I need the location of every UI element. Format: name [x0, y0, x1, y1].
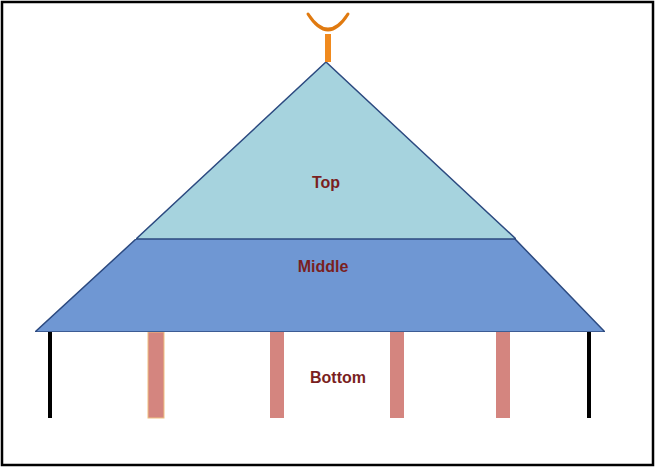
pillar: [270, 332, 284, 418]
pillar: [496, 332, 510, 418]
band-outline: [35, 239, 605, 332]
band-label: Middle: [298, 258, 349, 276]
pillar: [148, 332, 164, 418]
band-outline: [136, 62, 516, 239]
pillar: [390, 332, 404, 418]
finial-stem: [325, 34, 331, 62]
band-label: Top: [312, 174, 340, 192]
corner-post: [587, 332, 591, 418]
corner-post: [48, 332, 52, 418]
band-shape: [35, 239, 605, 332]
roof-middle-band: Middle: [35, 239, 605, 332]
crescent-finial: [308, 14, 348, 30]
section-label: Bottom: [310, 369, 366, 387]
roof-top-band: Top: [136, 62, 516, 239]
band-shape: [136, 62, 516, 239]
